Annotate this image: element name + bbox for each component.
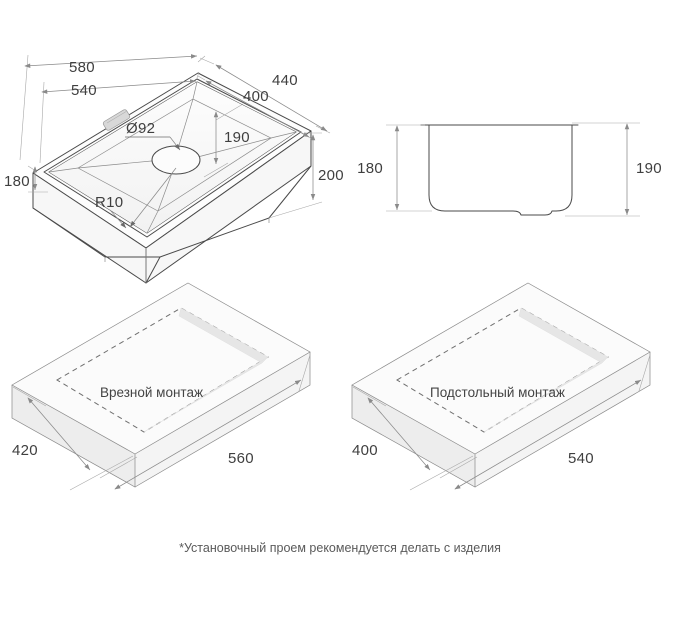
dimension-540-undermount: 540	[439, 354, 651, 490]
dimension-190: 190	[203, 103, 250, 178]
footnote-text: *Установочный проем рекомендуется делать…	[179, 541, 501, 555]
dimension-420: 420	[12, 386, 134, 491]
dim-420-label: 420	[12, 442, 38, 459]
dimension-560: 560	[99, 354, 311, 490]
dim-540-undermount-label: 540	[568, 450, 594, 467]
drain-diameter-callout: Ø92	[125, 120, 181, 151]
dim-200-label: 200	[318, 167, 344, 184]
dim-d92-label: Ø92	[126, 120, 155, 137]
dropin-mount-diagram: Врезной монтаж 420 560	[11, 282, 311, 491]
dim-r10-label: R10	[95, 194, 123, 211]
dim-440-label: 440	[272, 72, 298, 89]
dimension-190-side: 190	[565, 122, 662, 217]
dim-180-iso-label: 180	[4, 173, 30, 190]
drain-hole	[151, 145, 201, 175]
dropin-mount-label: Врезной монтаж	[100, 385, 203, 400]
dimension-400: 400	[197, 75, 313, 140]
dimension-540: 540	[39, 71, 200, 164]
dim-560-label: 560	[228, 450, 254, 467]
corner-radius-callout: R10	[95, 167, 177, 229]
dimension-180-side: 180	[357, 124, 432, 212]
dimension-400-undermount: 400	[352, 386, 474, 491]
dim-540-label: 540	[71, 82, 97, 99]
dim-180-side-label: 180	[357, 160, 383, 177]
side-section-view: 180 190	[357, 122, 662, 217]
dim-400-label: 400	[243, 88, 269, 105]
dim-580-label: 580	[69, 59, 95, 76]
dim-190-label: 190	[224, 129, 250, 146]
brand-badge	[102, 109, 131, 131]
dimension-200: 200	[268, 132, 344, 219]
isometric-sink-view: 580 540 440 400	[4, 54, 344, 284]
dimension-180-iso: 180	[4, 165, 48, 193]
undermount-mount-diagram: Подстольный монтаж 400 540	[351, 282, 651, 491]
dim-400-undermount-label: 400	[352, 442, 378, 459]
undermount-mount-label: Подстольный монтаж	[430, 385, 565, 400]
dim-190-side-label: 190	[636, 160, 662, 177]
dimension-580: 580	[19, 54, 206, 161]
